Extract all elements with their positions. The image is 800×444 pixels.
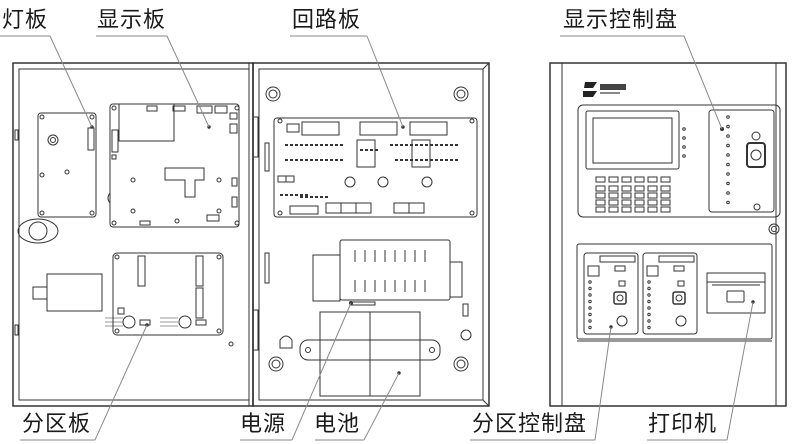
zone-led (588, 280, 592, 284)
led-indicator (726, 115, 730, 119)
keypad-key (595, 185, 606, 192)
zone-led (588, 306, 592, 310)
indicator-leds (588, 115, 730, 330)
led-indicator (682, 145, 686, 149)
keypad-key (621, 185, 632, 192)
function-key (595, 176, 606, 183)
led-indicator (726, 162, 730, 167)
battery (279, 311, 441, 397)
keypad-key (660, 206, 671, 213)
label-display-control-panel: 显示控制盘 (563, 8, 679, 33)
zone-led (647, 325, 651, 330)
keypad-key (608, 206, 619, 213)
control-cabinet (549, 62, 787, 407)
keypad-key (647, 192, 658, 199)
zone-led (647, 286, 651, 291)
led-indicator (726, 172, 730, 176)
keypad (595, 176, 671, 213)
zone-led (588, 299, 592, 304)
keypad-key (660, 185, 671, 192)
zone-led (647, 312, 651, 317)
zone-led (588, 286, 592, 291)
loop-board (273, 117, 478, 218)
keypad-key (621, 206, 632, 213)
led-indicator (726, 124, 730, 129)
function-key (647, 176, 658, 183)
zone-led (647, 306, 651, 310)
zone-led (588, 319, 592, 323)
keypad-key (634, 185, 645, 192)
zone-led (647, 293, 651, 297)
keypad-key (608, 192, 619, 199)
label-loop-board: 回路板 (292, 8, 362, 33)
led-indicator (726, 134, 730, 138)
keypad-key (647, 206, 658, 213)
zone-board (105, 252, 234, 347)
label-battery: 电池 (314, 412, 361, 437)
keypad-key (608, 185, 619, 192)
label-display-board: 显示板 (97, 8, 167, 33)
zone-led (588, 312, 592, 317)
cable-grommet (17, 218, 59, 244)
keypad-key (634, 206, 645, 213)
lamp-board (37, 112, 97, 218)
function-key (634, 176, 645, 183)
display-board (107, 103, 240, 228)
display-control-panel (577, 104, 781, 235)
keypad-key (608, 199, 619, 206)
led-indicator (726, 200, 730, 205)
left-cabinet (12, 62, 254, 407)
label-lamp-board: 灯板 (2, 8, 49, 33)
keypad-key (660, 199, 671, 206)
keypad-key (595, 199, 606, 206)
zone-control-panel (583, 252, 698, 335)
keypad-key (660, 192, 671, 199)
keypad-key (647, 199, 658, 206)
label-power-supply: 电源 (240, 412, 287, 437)
power-supply (312, 239, 469, 317)
right-cabinet (252, 62, 490, 407)
label-zone-control-panel: 分区控制盘 (472, 412, 588, 437)
zone-led (647, 319, 651, 323)
zone-led (588, 293, 592, 297)
zone-led (588, 325, 592, 330)
led-indicator (726, 181, 730, 186)
keypad-key (621, 199, 632, 206)
led-indicator (682, 136, 686, 140)
buzzer-module (32, 273, 103, 312)
function-key (660, 176, 671, 183)
function-key (621, 176, 632, 183)
label-printer: 打印机 (648, 412, 718, 437)
function-key (608, 176, 619, 183)
keypad-key (634, 199, 645, 206)
keypad-key (634, 192, 645, 199)
printer (706, 272, 766, 314)
keypad-key (595, 206, 606, 213)
led-indicator (682, 154, 686, 158)
zone-led (647, 299, 651, 304)
leader-lines (0, 35, 754, 441)
keypad-key (595, 192, 606, 199)
keypad-key (647, 185, 658, 192)
label-zone-board: 分区板 (22, 412, 92, 437)
zone-led (647, 280, 651, 284)
keypad-key (621, 192, 632, 199)
mounting-holes (265, 86, 472, 372)
led-indicator (726, 153, 730, 157)
led-indicator (726, 191, 730, 195)
led-indicator (726, 143, 730, 148)
led-indicator (682, 127, 686, 131)
brand-logo (583, 82, 626, 97)
